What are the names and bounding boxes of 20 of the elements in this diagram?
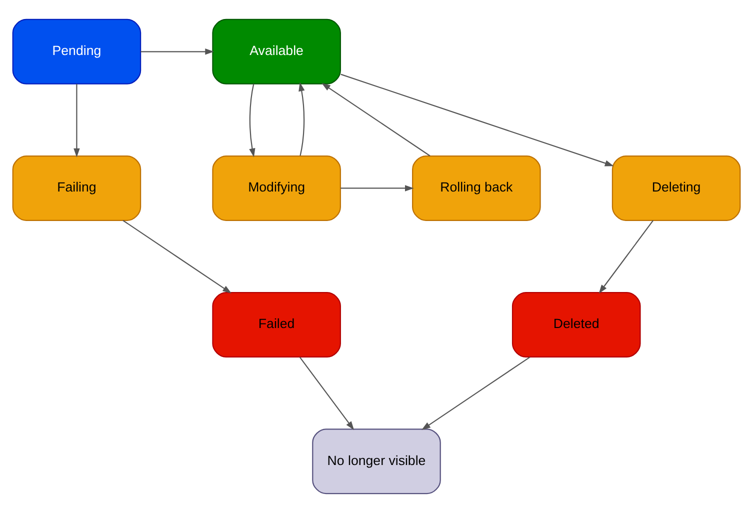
node-box: Deleted xyxy=(512,292,641,358)
arrow xyxy=(298,82,305,156)
node-box: Rolling back xyxy=(412,155,541,221)
arrow xyxy=(140,48,214,55)
arrow xyxy=(74,84,80,158)
node-box: Failed xyxy=(212,292,341,358)
arrow xyxy=(322,82,430,156)
arrow xyxy=(340,74,614,166)
node-box: Failing xyxy=(12,155,142,221)
arrow xyxy=(249,84,256,158)
node-box: Modifying xyxy=(212,155,341,221)
arrow xyxy=(422,356,530,430)
node-box: Deleting xyxy=(612,155,741,221)
node-box: Available xyxy=(212,18,341,84)
arrow xyxy=(340,185,414,192)
node-box: Pending xyxy=(12,18,142,84)
arrow xyxy=(122,220,232,294)
arrow xyxy=(598,220,654,294)
node-box: No longer visible xyxy=(312,428,441,494)
arrow xyxy=(299,356,354,430)
